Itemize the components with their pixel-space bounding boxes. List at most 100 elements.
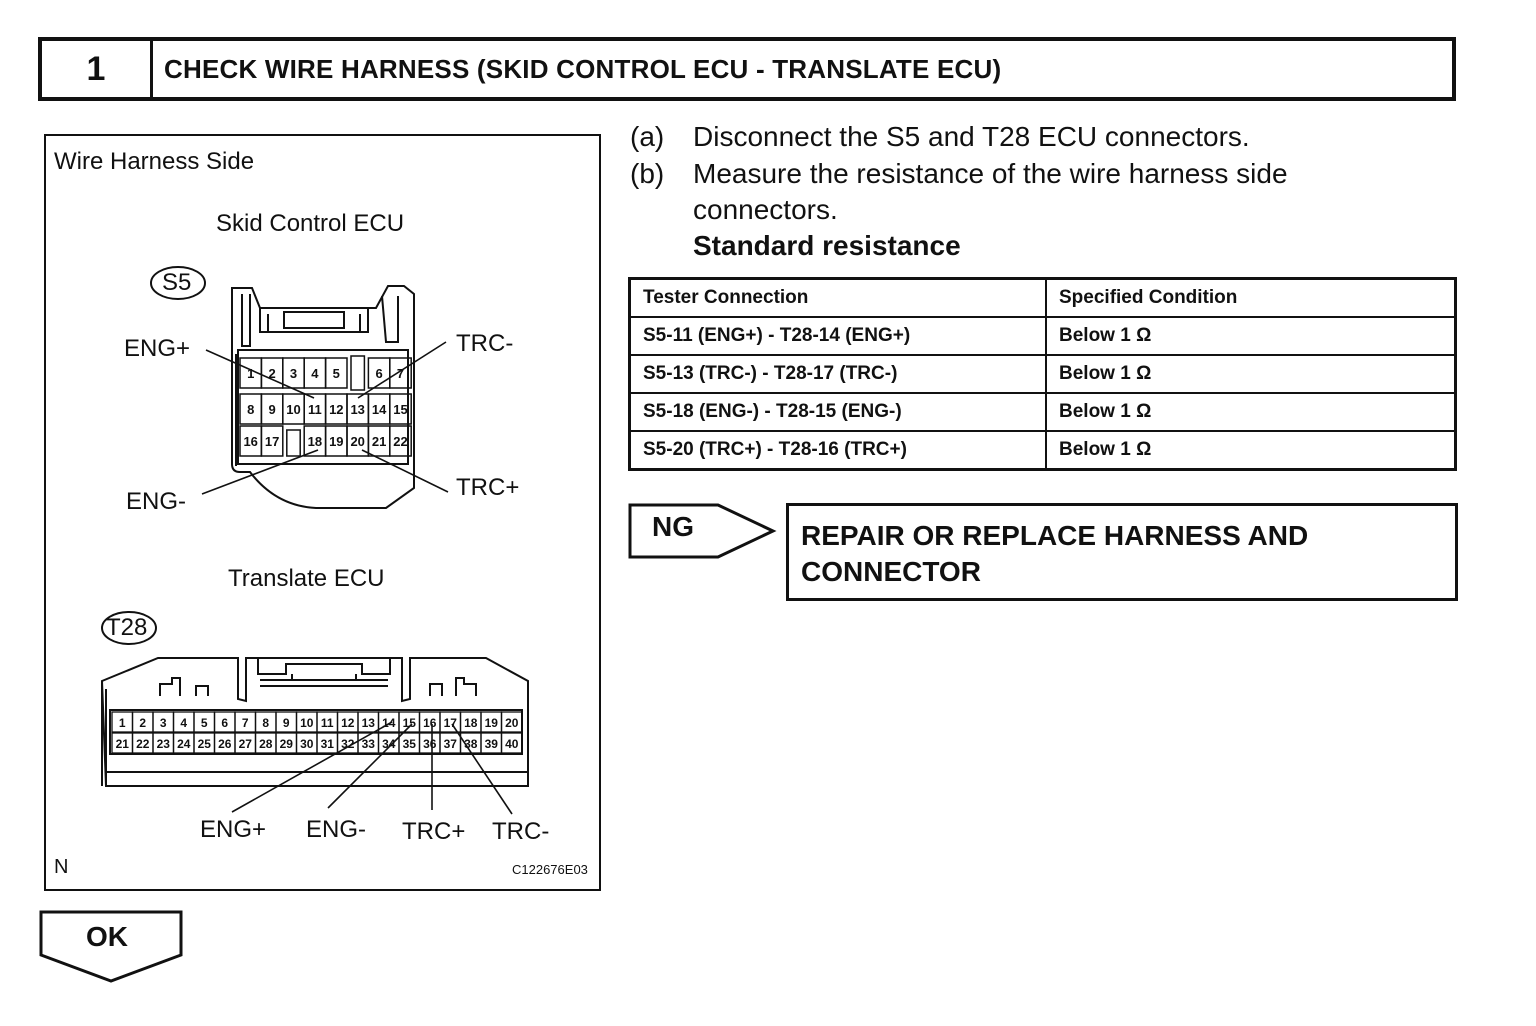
s5-leader-lines: [201, 341, 449, 495]
t28-pin-number: 10: [300, 716, 314, 730]
s5-pin-number: 8: [247, 402, 254, 417]
s5-id-circle: [150, 266, 206, 300]
s5-pin-cell: [389, 393, 412, 425]
ok-arrow-icon: [39, 910, 183, 983]
t28-pin-number: 36: [423, 737, 437, 751]
corner-mark: N: [54, 856, 69, 878]
t28-leader-lines: [231, 721, 513, 815]
ng-label: NG: [652, 511, 694, 542]
t28-pin-number: 19: [485, 716, 499, 730]
t28-pin-number: 6: [221, 716, 228, 730]
t28-pin-number: 22: [136, 737, 150, 751]
s5-pin-grid: [239, 355, 412, 457]
t28-pin-number: 32: [341, 737, 355, 751]
s5-eng-plus-label: ENG+: [124, 335, 191, 362]
s5-pin-number: 11: [308, 402, 322, 417]
t28-pin-number: 40: [505, 737, 519, 751]
s5-pin-number: 20: [350, 434, 364, 449]
illustration-code: C122676E03: [512, 862, 588, 877]
s5-pin-number: 16: [243, 434, 257, 449]
t28-pin-number: 31: [321, 737, 335, 751]
t28-pin-number: 35: [403, 737, 417, 751]
s5-pin-number: 2: [268, 366, 275, 381]
translate-ecu-title: Translate ECU: [228, 565, 385, 592]
table-header-cell: Tester Connection: [628, 277, 1047, 318]
t28-pin-number: 24: [177, 737, 191, 751]
t28-pin-cell: [500, 732, 523, 754]
t28-id-circle: [101, 611, 157, 645]
table-cell: S5-20 (TRC+) - T28-16 (TRC+): [628, 430, 1047, 471]
s5-pin-number: 6: [375, 366, 382, 381]
t28-pin-number: 12: [341, 716, 355, 730]
t28-pin-number: 27: [239, 737, 253, 751]
t28-eng-plus-label: ENG+: [200, 816, 267, 843]
table-cell: Below 1 Ω: [1045, 430, 1457, 471]
ng-arrow-icon: [628, 503, 777, 559]
t28-pin-number: 7: [242, 716, 249, 730]
table-header-row: Tester Connection Specified Condition: [628, 277, 1457, 318]
t28-pin-number: 29: [280, 737, 294, 751]
ok-label: OK: [86, 921, 128, 952]
t28-pin-number: 5: [201, 716, 208, 730]
step-b-marker: (b): [630, 158, 665, 189]
t28-eng-minus-label: ENG-: [306, 816, 366, 843]
t28-pin-grid: [111, 711, 523, 754]
s5-pin-number: 5: [333, 366, 340, 381]
s5-pin-number: 13: [350, 402, 364, 417]
step-a-marker: (a): [630, 121, 665, 152]
ng-result-box: REPAIR OR REPLACE HARNESS AND CONNECTOR: [786, 503, 1458, 601]
t28-pin-number: 15: [403, 716, 417, 730]
s5-pin-number: 14: [372, 402, 387, 417]
table-cell: Below 1 Ω: [1045, 354, 1457, 394]
s5-key-slot: [286, 429, 301, 457]
step-header: 1 CHECK WIRE HARNESS (SKID CONTROL ECU -…: [38, 37, 1456, 101]
t28-pin-number: 37: [444, 737, 458, 751]
s5-pin-cell: [260, 425, 284, 457]
step-title: CHECK WIRE HARNESS (SKID CONTROL ECU - T…: [164, 53, 1002, 84]
table-cell: Below 1 Ω: [1045, 316, 1457, 356]
skid-control-ecu-title: Skid Control ECU: [216, 210, 405, 237]
standard-resistance-label: Standard resistance: [693, 230, 961, 261]
t28-pin-number: 2: [139, 716, 146, 730]
table-row: S5-11 (ENG+) - T28-14 (ENG+) Below 1 Ω: [628, 316, 1457, 356]
s5-pin-number: 3: [290, 366, 297, 381]
t28-pin-number: 13: [362, 716, 376, 730]
s5-pin-cell: [389, 425, 412, 457]
s5-pin-number: 19: [329, 434, 343, 449]
s5-connector-id: S5: [162, 269, 192, 296]
s5-pin-number: 9: [268, 402, 275, 417]
t28-pin-number: 18: [464, 716, 478, 730]
step-a-text: Disconnect the S5 and T28 ECU connectors…: [693, 121, 1250, 152]
step-b-text-line1: Measure the resistance of the wire harne…: [693, 158, 1288, 189]
table-row: S5-13 (TRC-) - T28-17 (TRC-) Below 1 Ω: [628, 354, 1457, 394]
table-cell: S5-13 (TRC-) - T28-17 (TRC-): [628, 354, 1047, 394]
t28-pin-number: 9: [283, 716, 290, 730]
t28-connector-id: T28: [106, 614, 148, 641]
table-row: S5-20 (TRC+) - T28-16 (TRC+) Below 1 Ω: [628, 430, 1457, 471]
s5-pin-number: 1: [247, 366, 254, 381]
t28-pin-cell: [500, 711, 523, 733]
s5-pin-number: 12: [329, 402, 343, 417]
t28-pin-number: 8: [262, 716, 269, 730]
step-number: 1: [42, 41, 153, 97]
t28-pin-number: 39: [485, 737, 499, 751]
t28-pin-number: 16: [423, 716, 437, 730]
s5-pin-number: 17: [265, 434, 279, 449]
s5-pin-number: 4: [311, 366, 319, 381]
ng-result-line2: CONNECTOR: [801, 556, 981, 587]
step-b-text-line2: connectors.: [693, 194, 838, 225]
s5-pin-number: 22: [393, 434, 407, 449]
t28-pin-number: 1: [119, 716, 126, 730]
s5-pin-cell: [324, 357, 348, 389]
table-cell: S5-18 (ENG-) - T28-15 (ENG-): [628, 392, 1047, 432]
t28-pin-number: 4: [180, 716, 187, 730]
t28-pin-number: 26: [218, 737, 232, 751]
t28-pin-number: 25: [198, 737, 212, 751]
table-cell: Below 1 Ω: [1045, 392, 1457, 432]
s5-pin-cell: [389, 357, 412, 389]
t28-pin-number: 21: [116, 737, 130, 751]
